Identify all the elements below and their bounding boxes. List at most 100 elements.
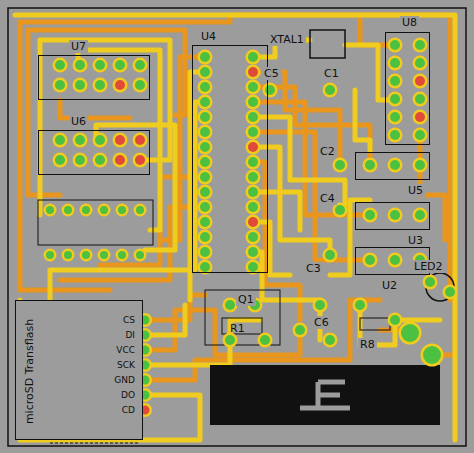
- pad: [363, 208, 378, 223]
- pad-center: [415, 94, 425, 104]
- pad: [80, 204, 93, 217]
- pad-ring: [413, 38, 428, 53]
- pad-ring: [246, 200, 261, 215]
- pad-ring: [323, 83, 338, 98]
- pad-ring: [413, 128, 428, 143]
- pad: [198, 110, 213, 125]
- pad: [73, 58, 88, 73]
- pad: [413, 158, 428, 173]
- pad-center: [390, 255, 400, 265]
- pad-ring: [116, 249, 129, 262]
- resistor-array-outline: [38, 200, 153, 245]
- pad-center: [200, 262, 210, 272]
- pad-center: [95, 60, 105, 70]
- pad: [388, 92, 403, 107]
- pad: [258, 333, 273, 348]
- pad-ring: [388, 110, 403, 125]
- pad-ring: [413, 56, 428, 71]
- pad-ring: [388, 74, 403, 89]
- pad: [116, 249, 129, 262]
- pad: [246, 185, 261, 200]
- pad-center: [365, 255, 375, 265]
- pad-center: [260, 335, 270, 345]
- pad: [53, 78, 68, 93]
- pad: [133, 78, 148, 93]
- pin-name: VCC: [115, 345, 136, 356]
- pad-ring: [246, 110, 261, 125]
- pad: [198, 95, 213, 110]
- resistor-symbol: [360, 318, 390, 330]
- pad: [53, 153, 68, 168]
- pad-center: [115, 60, 125, 70]
- pad: [134, 204, 147, 217]
- pad-ring: [258, 333, 273, 348]
- pad: [198, 215, 213, 230]
- pad-center: [315, 300, 325, 310]
- pad-ring: [313, 298, 328, 313]
- pad-center: [75, 155, 85, 165]
- pad-center: [415, 112, 425, 122]
- part-name: U4: [199, 30, 218, 43]
- pad: [246, 155, 261, 170]
- pad: [323, 248, 338, 263]
- pad: [363, 253, 378, 268]
- pad-center: [423, 346, 441, 364]
- pad-center: [390, 315, 400, 325]
- pad: [73, 153, 88, 168]
- pad-ring: [246, 170, 261, 185]
- pad: [53, 133, 68, 148]
- pad-ring: [388, 92, 403, 107]
- pad-center: [248, 82, 258, 92]
- pad-ring: [73, 133, 88, 148]
- pad-ring: [62, 204, 75, 217]
- pad-center: [200, 112, 210, 122]
- pad-center: [335, 205, 345, 215]
- logo-mark: [300, 382, 350, 408]
- pad-center: [390, 160, 400, 170]
- part-name: R8: [358, 338, 377, 351]
- pad-center: [136, 206, 144, 214]
- pad: [73, 78, 88, 93]
- pad: [323, 333, 338, 348]
- pad-center: [390, 58, 400, 68]
- pad: [80, 249, 93, 262]
- pad-center: [200, 232, 210, 242]
- pad-center: [95, 80, 105, 90]
- pad-center: [200, 247, 210, 257]
- pad-ring: [363, 158, 378, 173]
- pad-center: [248, 67, 258, 77]
- pad-center: [135, 80, 145, 90]
- pad: [293, 323, 308, 338]
- pad-center: [248, 112, 258, 122]
- pad-ring: [198, 230, 213, 245]
- pad-ring: [62, 249, 75, 262]
- pad-center: [200, 157, 210, 167]
- pad-ring: [399, 322, 422, 345]
- pad-ring: [246, 80, 261, 95]
- pad-center: [135, 60, 145, 70]
- pad-center: [46, 251, 54, 259]
- pad: [246, 110, 261, 125]
- pad: [113, 78, 128, 93]
- pad-ring: [133, 153, 148, 168]
- pad-center: [200, 172, 210, 182]
- pad-ring: [388, 313, 403, 328]
- pad-center: [200, 127, 210, 137]
- pad-center: [355, 300, 365, 310]
- pad-center: [55, 80, 65, 90]
- pad-ring: [246, 215, 261, 230]
- pad-ring: [413, 110, 428, 125]
- traces: [15, 15, 455, 440]
- pad-ring: [93, 153, 108, 168]
- pad: [198, 245, 213, 260]
- component-outline: U3: [355, 202, 430, 230]
- pad-center: [415, 210, 425, 220]
- pad-center: [200, 142, 210, 152]
- pad-center: [225, 300, 235, 310]
- pad: [198, 140, 213, 155]
- pad-ring: [246, 140, 261, 155]
- component-outline: U5: [355, 152, 430, 180]
- pad-center: [401, 324, 419, 342]
- pad-ring: [246, 50, 261, 65]
